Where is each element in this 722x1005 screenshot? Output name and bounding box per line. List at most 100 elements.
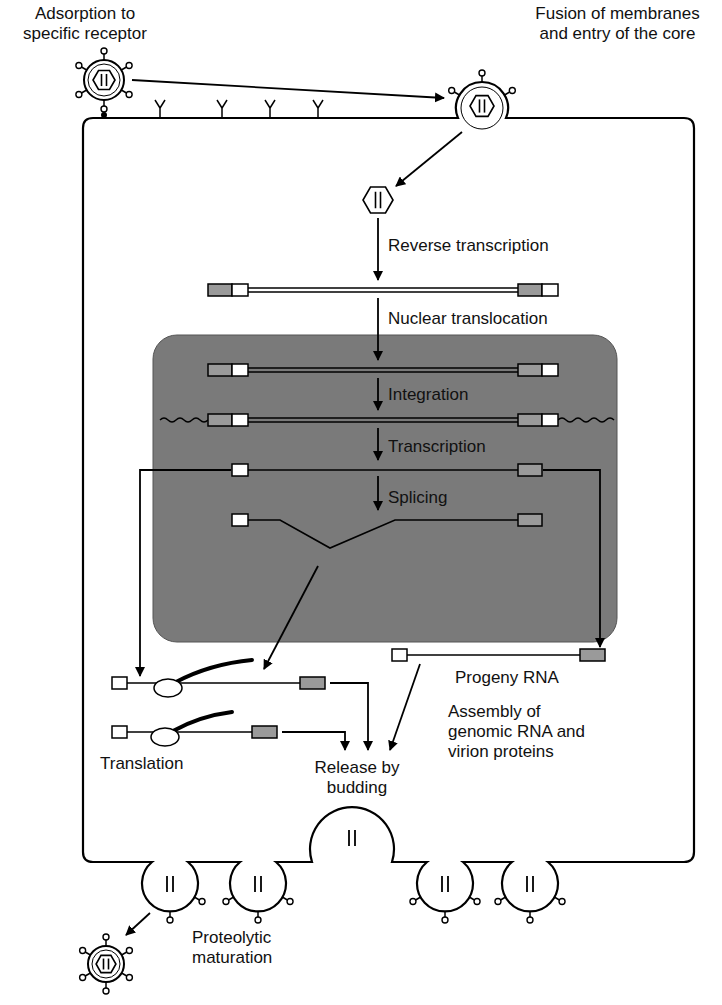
genome-strand — [380, 192, 382, 209]
capsid-core — [93, 71, 115, 90]
stage-label: Fusion of membranes and entry of the cor… — [530, 4, 705, 44]
rna-strand — [248, 469, 518, 471]
envelope-spike — [223, 899, 229, 905]
ltr-box — [518, 464, 542, 476]
envelope-spike — [449, 88, 455, 94]
receptor — [317, 108, 319, 118]
envelope-spike — [80, 948, 86, 954]
genome-strand — [103, 959, 105, 970]
step-label: Assembly of genomic RNA and virion prote… — [448, 702, 593, 762]
receptor — [265, 100, 270, 108]
step-label: Reverse transcription — [388, 236, 549, 256]
step-arrow — [140, 470, 231, 676]
step-arrow — [377, 428, 379, 460]
genome-strand — [172, 876, 174, 892]
ltr-box — [112, 677, 127, 689]
envelope-spike — [287, 899, 293, 905]
genome-strand — [526, 876, 528, 892]
rna-strand — [248, 520, 518, 548]
stage-label: Proteolytic maturation — [192, 928, 292, 968]
envelope-spike — [194, 897, 199, 900]
step-label: Integration — [388, 385, 468, 405]
envelope-spike — [444, 911, 446, 917]
envelope-spike — [229, 897, 234, 900]
step-arrow — [390, 664, 420, 750]
nucleus-shape — [153, 335, 617, 642]
virion-matrix — [461, 87, 503, 129]
ltr-box — [580, 649, 605, 661]
envelope-spike — [481, 76, 483, 82]
ltr-box — [232, 284, 248, 296]
virion-matrix — [92, 950, 120, 978]
ltr-box — [542, 284, 558, 296]
envelope-spike — [479, 70, 485, 76]
ltr-box — [232, 464, 248, 476]
envelope-spike — [126, 63, 132, 69]
envelope-spike — [410, 899, 416, 905]
nucleus-region: IntegrationTranscriptionSplicing — [153, 335, 617, 642]
envelope-spike — [501, 897, 506, 900]
envelope-spike — [554, 897, 559, 900]
envelope-spike — [126, 948, 132, 954]
dna-strand — [248, 371, 518, 372]
rna-strand — [407, 654, 580, 656]
envelope-spike — [416, 897, 421, 900]
envelope-spike — [101, 48, 107, 54]
step-arrow — [282, 732, 345, 750]
ltr-box — [232, 364, 248, 376]
envelope-spike — [529, 911, 531, 917]
step-arrow — [377, 218, 379, 280]
envelope-spike — [199, 899, 205, 905]
ltr-box — [542, 414, 558, 426]
cell-region: Reverse transcriptionNuclear translocati… — [83, 118, 694, 862]
ltr-box — [252, 726, 277, 738]
ltr-box — [300, 677, 325, 689]
envelope-spike — [126, 975, 132, 981]
ltr-box — [518, 514, 542, 526]
genome-strand — [484, 99, 486, 112]
envelope-spike — [527, 917, 533, 923]
genome-strand — [106, 74, 108, 86]
receptor — [217, 100, 222, 108]
step-arrow — [377, 378, 379, 410]
step-arrow — [264, 566, 318, 669]
envelope-spike — [126, 92, 132, 98]
envelope-spike — [454, 92, 459, 95]
genome-strand — [101, 74, 103, 86]
envelope-spike — [442, 917, 448, 923]
cell-membrane — [83, 82, 694, 911]
genome-strand — [260, 876, 262, 892]
step-arrow — [126, 913, 150, 935]
genome-strand — [447, 876, 449, 892]
virion-envelope — [88, 946, 124, 982]
ltr-box — [392, 649, 407, 661]
genome-strand — [108, 959, 110, 970]
step-arrow — [132, 80, 444, 98]
receptor — [313, 100, 318, 108]
step-arrow — [330, 683, 368, 750]
envelope-spike — [76, 92, 82, 98]
dna-strand — [248, 421, 518, 422]
genome-strand — [441, 876, 443, 892]
step-arrow — [396, 132, 462, 186]
ribosome — [154, 679, 182, 697]
genome-strand — [532, 876, 534, 892]
ltr-box — [518, 284, 542, 296]
dna-strand — [248, 287, 518, 288]
receptor — [270, 100, 275, 108]
genome-strand — [354, 830, 356, 846]
receptor — [155, 100, 160, 108]
step-label: Nuclear translocation — [388, 309, 548, 329]
envelope-spike — [101, 106, 107, 112]
envelope-spike — [282, 897, 287, 900]
envelope-spike — [167, 917, 173, 923]
envelope-spike — [495, 899, 501, 905]
ltr-box — [542, 364, 558, 376]
ltr-box — [112, 726, 127, 738]
protein-chain — [173, 712, 232, 731]
envelope-spike — [474, 899, 480, 905]
receptor — [160, 100, 165, 108]
envelope-spike — [76, 63, 82, 69]
protein-chain — [176, 660, 252, 682]
